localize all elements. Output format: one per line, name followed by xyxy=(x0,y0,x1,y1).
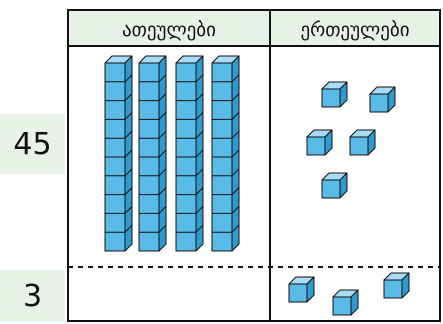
tens-rod-1 xyxy=(104,55,133,252)
unit-cube-top-1 xyxy=(321,81,348,108)
unit-cubes xyxy=(288,81,410,316)
unit-cube-top-5 xyxy=(321,172,348,199)
tens-rod-2 xyxy=(138,55,167,252)
tens-rods xyxy=(104,55,240,252)
unit-cube-bottom-1 xyxy=(288,276,315,303)
header-background xyxy=(68,10,440,46)
unit-cube-top-2 xyxy=(369,86,396,113)
unit-cube-top-4 xyxy=(349,129,376,156)
tens-rod-3 xyxy=(175,55,204,252)
tens-rod-4 xyxy=(211,55,240,252)
number-label-45: 45 xyxy=(0,114,65,174)
unit-cube-top-3 xyxy=(306,129,333,156)
number-label-3: 3 xyxy=(0,270,65,322)
table-frame xyxy=(67,9,441,322)
unit-cube-bottom-3 xyxy=(383,272,410,299)
header-ones: ერთეულები xyxy=(300,19,409,41)
unit-cube-bottom-2 xyxy=(332,289,359,316)
header-tens: ათეულები xyxy=(122,19,216,41)
